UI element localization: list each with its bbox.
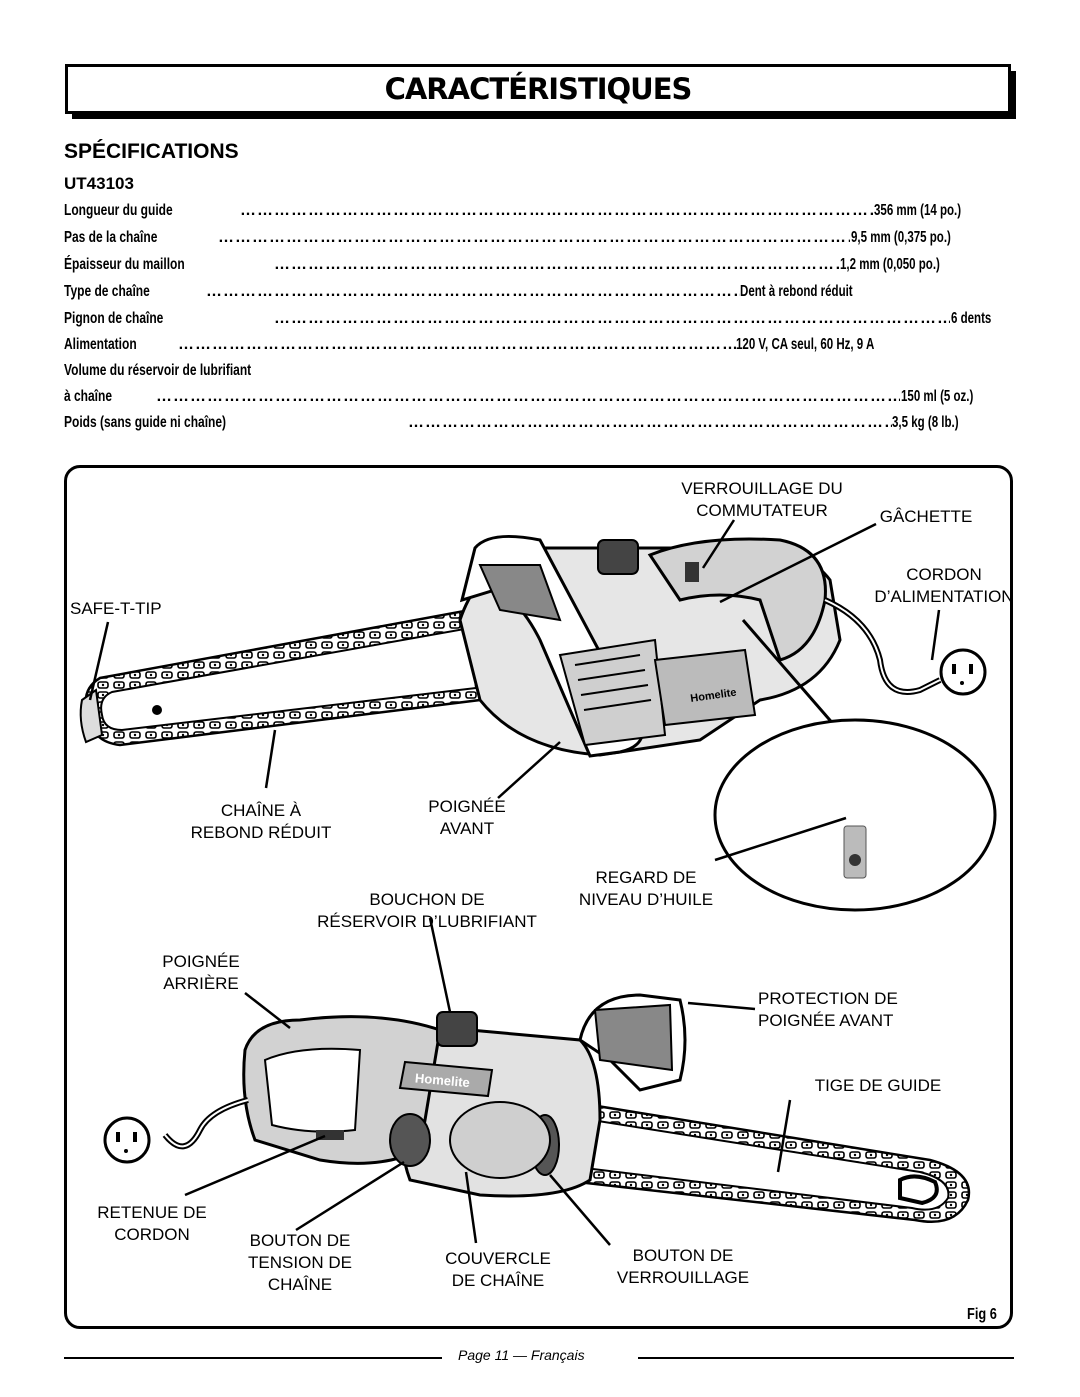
oil-window [843, 825, 867, 879]
label-oil-cap-text: BOUCHON DE RÉSERVOIR D’LUBRIFIANT [317, 890, 537, 931]
label-rear-handle: POIGNÉE ARRIÈRE [146, 951, 256, 995]
label-reduced-chain: CHAÎNE À REBOND RÉDUIT [186, 800, 336, 844]
oil-window-magnifier [713, 619, 997, 912]
top-plug [939, 648, 987, 696]
top-oil-cap [597, 539, 639, 575]
figure-number: Fig 6 [967, 1306, 997, 1323]
bottom-hand-guard-grille [593, 1003, 674, 1072]
label-hand-guard-text: PROTECTION DE POIGNÉE AVANT [758, 989, 898, 1030]
spec-label: Longueur du guide [64, 202, 173, 219]
label-trigger: GÂCHETTE [876, 506, 976, 528]
leader-lines [88, 519, 941, 1246]
spec-label: Pignon de chaîne [64, 310, 164, 327]
label-tension-knob: BOUTON DE TENSION DE CHAÎNE [230, 1230, 370, 1296]
label-oil-window: REGARD DE NIVEAU D’HUILE [560, 867, 732, 911]
footer-rule-right [638, 1357, 1014, 1359]
label-cord-text: CORDON D’ALIMENTATION [874, 565, 1014, 606]
top-hand-guard-grille [478, 564, 562, 622]
bottom-guide-bar [559, 1113, 950, 1211]
label-guide-bar-text: TIGE DE GUIDE [814, 1076, 942, 1095]
top-brand-plate [653, 648, 757, 727]
label-cord-retainer-text: RETENUE DE CORDON [97, 1203, 207, 1244]
top-chainsaw: Homelite [79, 534, 987, 758]
bottom-brand-logo: Homelite [414, 1070, 470, 1090]
spec-leader: …………………………………………………………………………………………………………… [206, 283, 740, 300]
label-safe-t-tip-text: SAFE-T-TIP [70, 599, 162, 618]
label-rear-handle-text: POIGNÉE ARRIÈRE [162, 952, 240, 993]
top-switch-lock [685, 562, 699, 582]
page-header: CARACTÉRISTIQUES [65, 64, 1011, 114]
spec-leader: …………………………………………………………………………………………………………… [218, 229, 850, 246]
spec-value: 3,5 kg (8 lb.) [892, 414, 959, 431]
page-footer: Page 11 — Français [458, 1347, 585, 1363]
label-hand-guard: PROTECTION DE POIGNÉE AVANT [758, 988, 932, 1032]
spec-label: Alimentation [64, 336, 137, 353]
bar-rivet [152, 705, 162, 715]
magnifier-circle [713, 718, 997, 912]
label-chain-cover: COUVERCLE DE CHAÎNE [430, 1248, 566, 1292]
label-trigger-text: GÂCHETTE [879, 507, 973, 526]
spec-label: Volume du réservoir de lubrifiant [64, 362, 252, 379]
bottom-oil-cap [436, 1011, 478, 1047]
footer-rule-left [64, 1357, 442, 1359]
label-oil-window-text: REGARD DE NIVEAU D’HUILE [578, 868, 714, 909]
section-title: SPÉCIFICATIONS [64, 140, 239, 163]
label-safe-t-tip: SAFE-T-TIP [70, 598, 194, 620]
spec-leader: …………………………………………………………………………………………………………… [178, 336, 736, 353]
label-front-handle: POIGNÉE AVANT [412, 796, 522, 840]
label-lock-knob: BOUTON DE VERROUILLAGE [598, 1245, 768, 1289]
spec-value: 9,5 mm (0,375 po.) [851, 229, 951, 246]
spec-leader: …………………………………………………………………………………………………………… [274, 310, 950, 327]
spec-label: Poids (sans guide ni chaîne) [64, 414, 227, 431]
label-chain-cover-text: COUVERCLE DE CHAÎNE [445, 1249, 551, 1290]
spec-leader: …………………………………………………………………………………………………………… [274, 256, 840, 273]
spec-leader: …………………………………………………………………………………………………………… [156, 388, 900, 405]
page-title: CARACTÉRISTIQUES [384, 72, 693, 106]
label-cord: CORDON D’ALIMENTATION [858, 564, 1030, 608]
label-cord-retainer: RETENUE DE CORDON [82, 1202, 222, 1246]
label-tension-knob-text: BOUTON DE TENSION DE CHAÎNE [248, 1231, 352, 1294]
safe-t-tip-guard [79, 688, 104, 744]
cord-retainer [316, 1130, 344, 1140]
spec-leader: …………………………………………………………………………………………………………… [240, 202, 874, 219]
label-front-handle-text: POIGNÉE AVANT [428, 797, 506, 838]
model-number: UT43103 [64, 174, 134, 193]
spec-value: 6 dents [951, 310, 992, 327]
label-switch-lock: VERROUILLAGE DU COMMUTATEUR [662, 478, 862, 522]
spec-label: Pas de la chaîne [64, 229, 158, 246]
spec-value: 1,2 mm (0,050 po.) [840, 256, 940, 273]
figure-frame [64, 465, 1013, 1329]
spec-value: Dent à rebond réduit [740, 283, 853, 300]
label-guide-bar: TIGE DE GUIDE [798, 1075, 958, 1097]
spec-value: 150 ml (5 oz.) [901, 388, 974, 405]
spec-label: Type de chaîne [64, 283, 150, 300]
spec-label: à chaîne [64, 388, 113, 405]
label-switch-lock-text: VERROUILLAGE DU COMMUTATEUR [681, 479, 843, 520]
spec-value: 356 mm (14 po.) [874, 202, 962, 219]
bottom-chainsaw: Homelite [103, 993, 971, 1224]
chain-cover [449, 1101, 551, 1179]
spec-leader: …………………………………………………………………………………………………………… [408, 414, 892, 431]
label-oil-cap: BOUCHON DE RÉSERVOIR D’LUBRIFIANT [300, 889, 554, 933]
label-lock-knob-text: BOUTON DE VERROUILLAGE [616, 1246, 750, 1287]
tension-knob [389, 1113, 431, 1167]
spec-label: Épaisseur du maillon [64, 256, 185, 273]
spec-value: 120 V, CA seul, 60 Hz, 9 A [736, 336, 875, 353]
top-side-vent [558, 638, 667, 747]
label-reduced-chain-text: CHAÎNE À REBOND RÉDUIT [190, 801, 332, 842]
bottom-plug [103, 1116, 151, 1164]
bottom-brand-plate [398, 1060, 494, 1098]
